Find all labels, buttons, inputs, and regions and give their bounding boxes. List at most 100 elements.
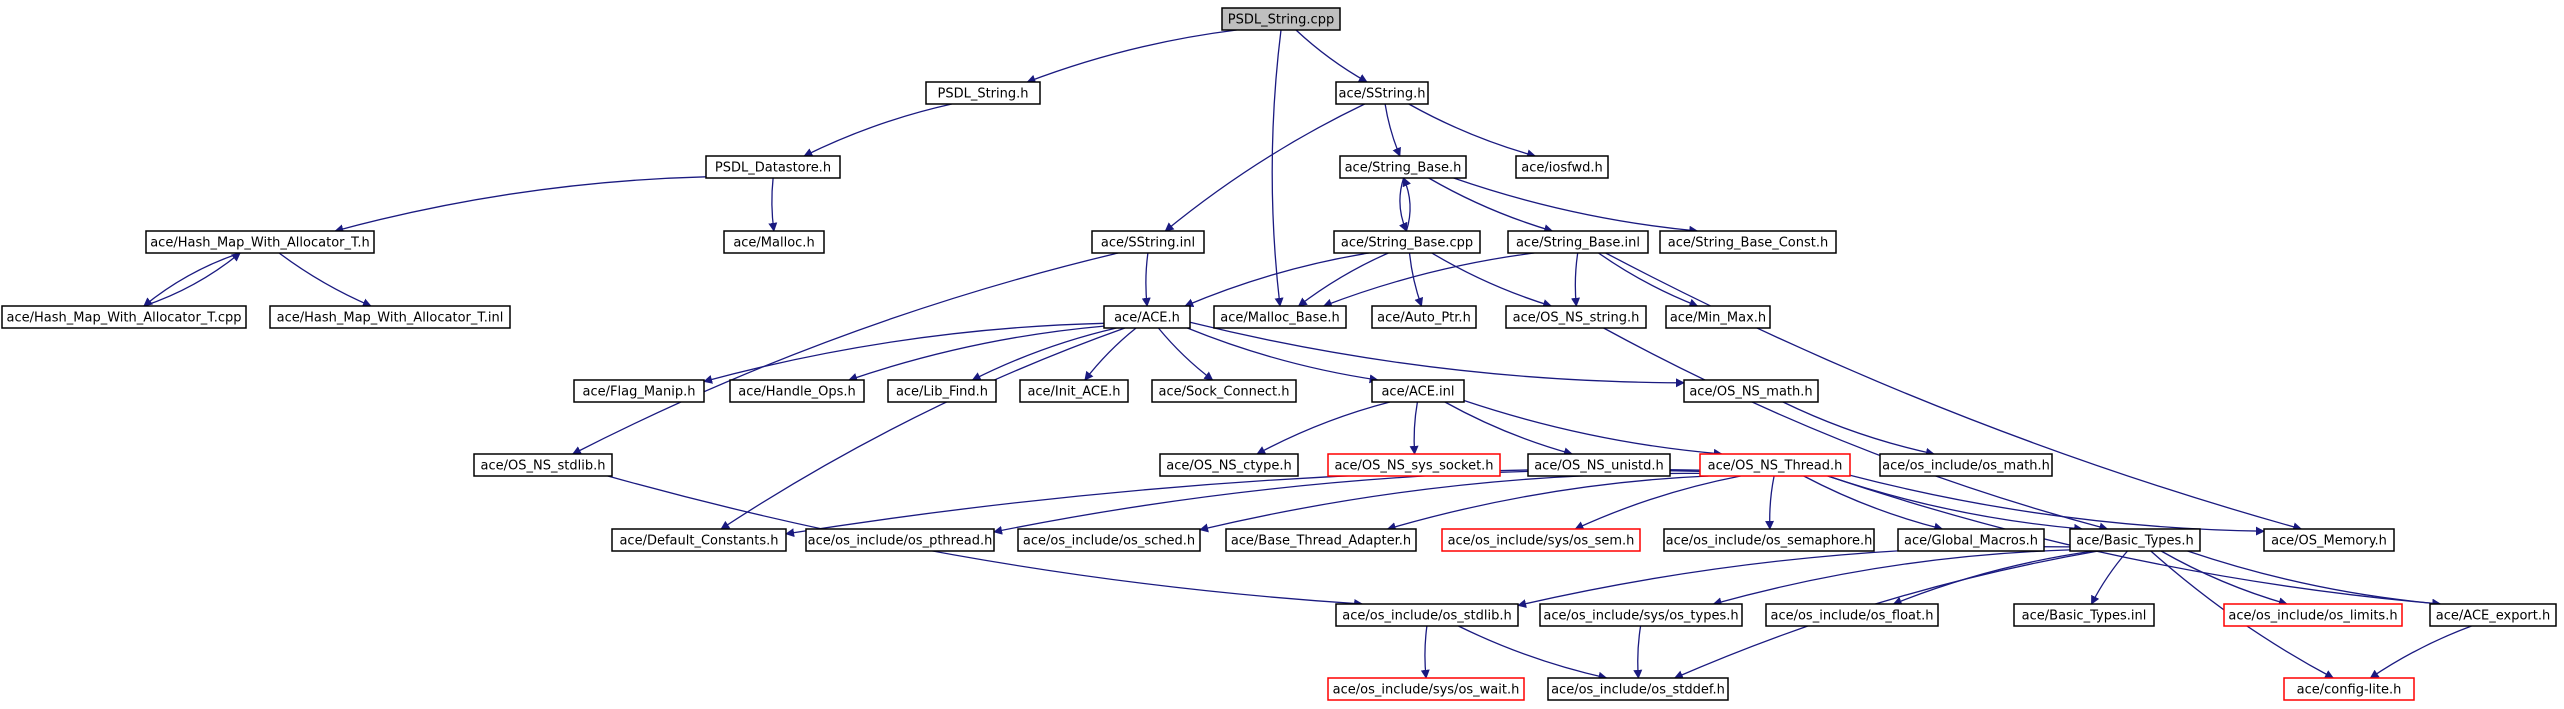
- node-ace-export[interactable]: ace/ACE_export.h: [2429, 603, 2557, 627]
- node-box: [473, 453, 613, 477]
- node-root[interactable]: PSDL_String.cpp: [1221, 7, 1341, 31]
- node-string-base-inl[interactable]: ace/String_Base.inl: [1507, 230, 1649, 254]
- node-os-wait[interactable]: ace/os_include/sys/os_wait.h: [1327, 677, 1525, 701]
- edge-os_ns_thread-to-ace_export: [1827, 475, 2442, 608]
- edge-ace_h-to-sock_connect: [1157, 327, 1214, 381]
- edge-string_base_cpp-to-ace_h: [1184, 252, 1370, 307]
- node-string-base-h[interactable]: ace/String_Base.h: [1339, 155, 1467, 179]
- node-box: [1683, 379, 1819, 403]
- node-ace-inl[interactable]: ace/ACE.inl: [1371, 379, 1465, 403]
- edge-ace_inl-to-os_ns_ctype: [1256, 401, 1391, 455]
- edge-sstring_h-to-sstring_inl: [1164, 103, 1365, 232]
- edge-os_ns_thread-to-global_macros: [1803, 475, 1944, 532]
- node-label: ace/os_include/sys/os_sem.h: [1448, 534, 1635, 549]
- node-os-pthread[interactable]: ace/os_include/os_pthread.h: [805, 528, 995, 552]
- node-flag-manip[interactable]: ace/Flag_Manip.h: [573, 379, 705, 403]
- node-box: [1, 305, 247, 329]
- node-min-max[interactable]: ace/Min_Max.h: [1665, 305, 1771, 329]
- node-label: ace/ACE.h: [1114, 311, 1180, 326]
- node-box: [611, 528, 787, 552]
- node-os-ns-thread[interactable]: ace/OS_NS_Thread.h: [1699, 453, 1851, 477]
- node-iosfwd[interactable]: ace/iosfwd.h: [1515, 155, 1609, 179]
- node-os-math[interactable]: ace/os_include/os_math.h: [1879, 453, 2053, 477]
- node-box: [2263, 528, 2395, 552]
- node-psdl-string-h[interactable]: PSDL_String.h: [925, 81, 1041, 105]
- node-box: [1339, 155, 1467, 179]
- node-label: ace/os_include/os_limits.h: [2228, 609, 2397, 624]
- node-os-stdlib[interactable]: ace/os_include/os_stdlib.h: [1335, 603, 1519, 627]
- node-os-ns-string[interactable]: ace/OS_NS_string.h: [1505, 305, 1647, 329]
- node-box: [1441, 528, 1641, 552]
- node-hash-map-cpp[interactable]: ace/Hash_Map_With_Allocator_T.cpp: [1, 305, 247, 329]
- node-basic-types-h[interactable]: ace/Basic_Types.h: [2069, 528, 2201, 552]
- node-box: [1327, 453, 1501, 477]
- edge-basic_types_h-to-basic_types_inl: [2090, 550, 2128, 605]
- node-malloc-base[interactable]: ace/Malloc_Base.h: [1213, 305, 1347, 329]
- edge-hash_map_h-to-hash_map_cpp: [143, 252, 241, 307]
- node-default-constants[interactable]: ace/Default_Constants.h: [611, 528, 787, 552]
- edge-string_base_cpp-to-os_ns_string: [1431, 252, 1553, 308]
- node-box: [1371, 379, 1465, 403]
- node-string-base-const[interactable]: ace/String_Base_Const.h: [1659, 230, 1837, 254]
- node-box: [805, 528, 995, 552]
- node-sstring-h[interactable]: ace/SString.h: [1335, 81, 1429, 105]
- node-sock-connect[interactable]: ace/Sock_Connect.h: [1151, 379, 1297, 403]
- node-base-thread-adapter[interactable]: ace/Base_Thread_Adapter.h: [1225, 528, 1417, 552]
- node-box: [1765, 603, 1939, 627]
- node-box: [1335, 81, 1429, 105]
- node-config-lite[interactable]: ace/config-lite.h: [2283, 677, 2415, 701]
- node-box: [1515, 155, 1609, 179]
- node-os-ns-sys-socket[interactable]: ace/OS_NS_sys_socket.h: [1327, 453, 1501, 477]
- node-os-semaphore[interactable]: ace/os_include/os_semaphore.h: [1663, 528, 1875, 552]
- node-os-stddef[interactable]: ace/os_include/os_stddef.h: [1547, 677, 1729, 701]
- node-lib-find[interactable]: ace/Lib_Find.h: [887, 379, 997, 403]
- node-os-ns-unistd[interactable]: ace/OS_NS_unistd.h: [1527, 453, 1671, 477]
- node-hash-map-inl[interactable]: ace/Hash_Map_With_Allocator_T.inl: [269, 305, 511, 329]
- edge-basic_types_h-to-os_limits: [2160, 550, 2288, 607]
- node-label: ace/Default_Constants.h: [619, 534, 778, 549]
- node-box: [723, 230, 825, 254]
- node-psdl-datastore[interactable]: PSDL_Datastore.h: [705, 155, 841, 179]
- node-ace-h[interactable]: ace/ACE.h: [1103, 305, 1191, 329]
- node-box: [1335, 603, 1519, 627]
- node-global-macros[interactable]: ace/Global_Macros.h: [1897, 528, 2045, 552]
- node-auto-ptr[interactable]: ace/Auto_Ptr.h: [1371, 305, 1477, 329]
- node-label: ace/OS_Memory.h: [2271, 534, 2387, 549]
- node-box: [2223, 603, 2403, 627]
- edge-os_stdlib-to-os_wait: [1420, 625, 1430, 679]
- node-label: ace/OS_NS_string.h: [1513, 311, 1640, 326]
- node-label: ace/Min_Max.h: [1670, 311, 1766, 326]
- node-box: [1091, 230, 1205, 254]
- node-os-sem[interactable]: ace/os_include/sys/os_sem.h: [1441, 528, 1641, 552]
- node-os-ns-stdlib[interactable]: ace/OS_NS_stdlib.h: [473, 453, 613, 477]
- node-box: [1507, 230, 1649, 254]
- node-os-float[interactable]: ace/os_include/os_float.h: [1765, 603, 1939, 627]
- node-string-base-cpp[interactable]: ace/String_Base.cpp: [1333, 230, 1481, 254]
- edge-sstring_inl-to-ace_h: [1141, 252, 1151, 307]
- node-box: [145, 230, 375, 254]
- edge-string_base_inl-to-min_max: [1598, 252, 1699, 308]
- edge-sstring_inl-to-os_ns_stdlib: [571, 252, 1119, 455]
- node-malloc-h[interactable]: ace/Malloc.h: [723, 230, 825, 254]
- node-init-ace[interactable]: ace/Init_ACE.h: [1019, 379, 1129, 403]
- node-os-sched[interactable]: ace/os_include/os_sched.h: [1017, 528, 1201, 552]
- node-basic-types-inl[interactable]: ace/Basic_Types.inl: [2013, 603, 2155, 627]
- edge-ace_h-to-init_ace: [1084, 327, 1137, 381]
- edge-string_base_cpp-to-string_base_h: [1402, 177, 1411, 232]
- node-box: [1527, 453, 1671, 477]
- node-handle-ops[interactable]: ace/Handle_Ops.h: [729, 379, 865, 403]
- node-label: ace/Base_Thread_Adapter.h: [1231, 534, 1411, 549]
- node-os-limits[interactable]: ace/os_include/os_limits.h: [2223, 603, 2403, 627]
- node-os-ns-math[interactable]: ace/OS_NS_math.h: [1683, 379, 1819, 403]
- node-os-ns-ctype[interactable]: ace/OS_NS_ctype.h: [1159, 453, 1299, 477]
- node-label: ace/Flag_Manip.h: [583, 385, 696, 400]
- edge-os_ns_thread-to-os_sem: [1574, 475, 1741, 530]
- node-box: [1665, 305, 1771, 329]
- edge-basic_types_h-to-os_stdlib: [1517, 546, 2071, 608]
- node-box: [2013, 603, 2155, 627]
- edge-os_ns_thread-to-os_memory: [1849, 474, 2265, 536]
- node-os-types[interactable]: ace/os_include/sys/os_types.h: [1539, 603, 1743, 627]
- node-hash-map-h[interactable]: ace/Hash_Map_With_Allocator_T.h: [145, 230, 375, 254]
- node-sstring-inl[interactable]: ace/SString.inl: [1091, 230, 1205, 254]
- node-os-memory[interactable]: ace/OS_Memory.h: [2263, 528, 2395, 552]
